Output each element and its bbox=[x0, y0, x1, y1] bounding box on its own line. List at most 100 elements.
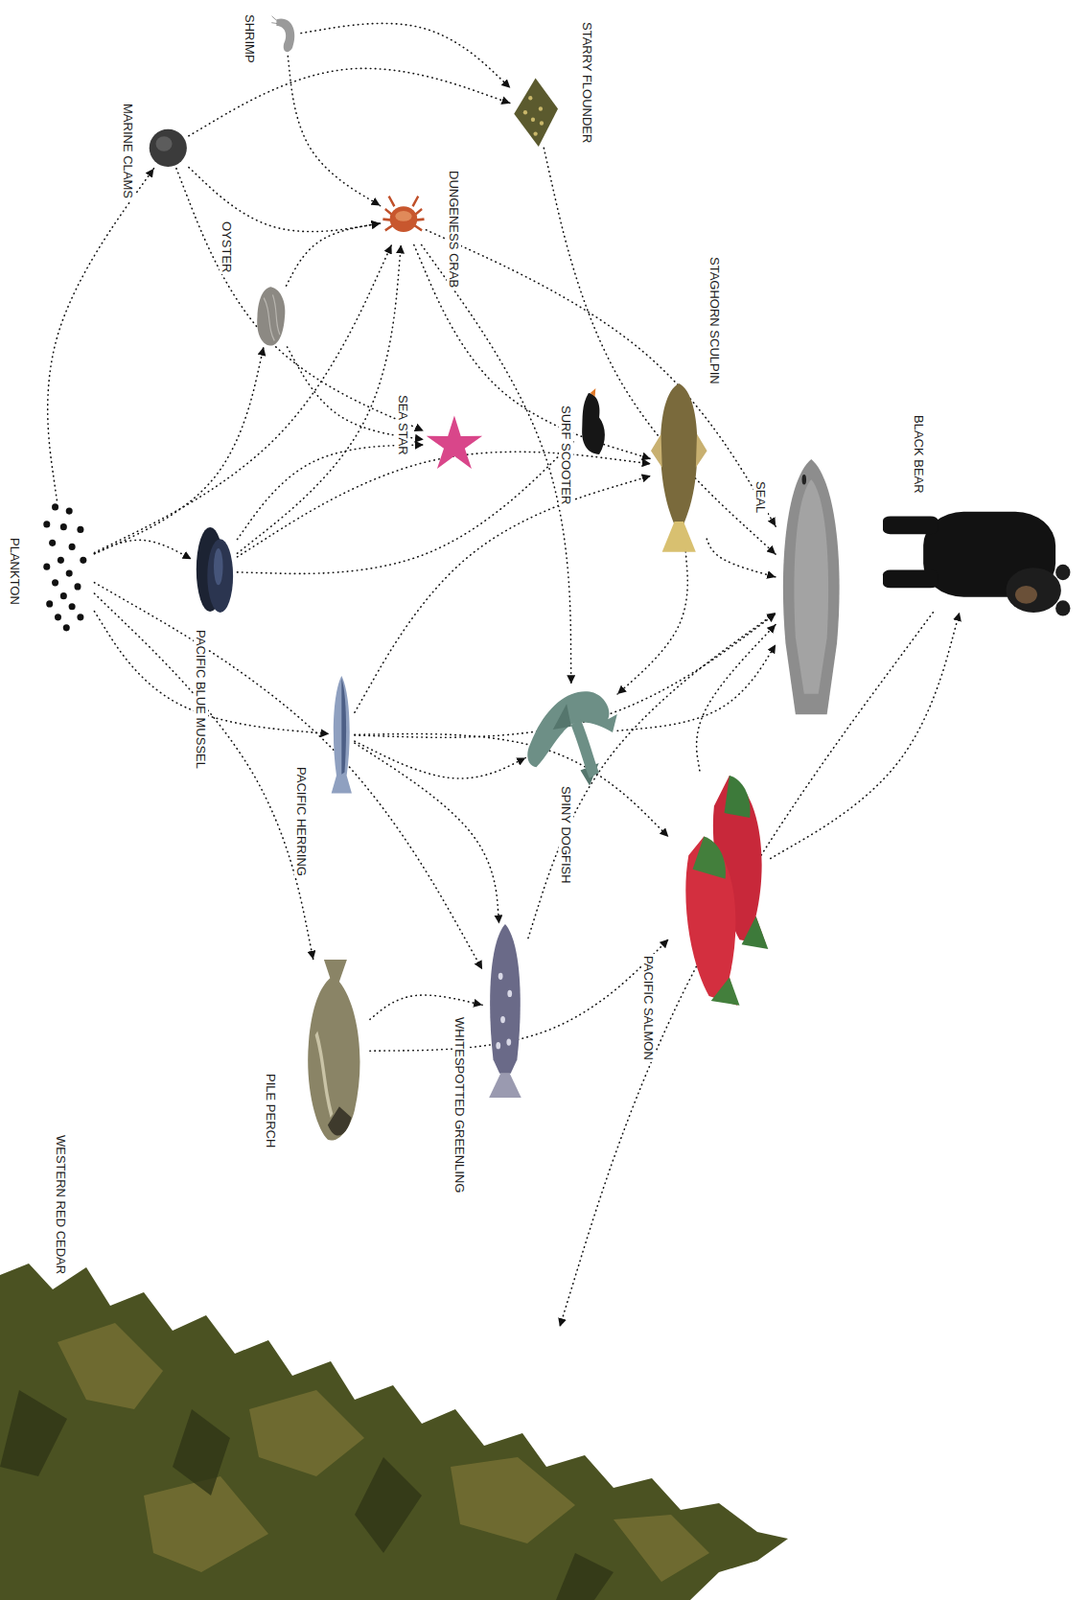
organism-picture bbox=[775, 459, 848, 715]
organism-picture bbox=[253, 285, 289, 348]
picture-part bbox=[531, 116, 535, 121]
picture-part bbox=[51, 503, 59, 510]
picture-part bbox=[60, 592, 68, 600]
picture-part bbox=[741, 916, 769, 950]
cedar-canopy bbox=[0, 1263, 788, 1600]
species-label: DUNGENESS CRAB bbox=[446, 168, 462, 290]
feeding-arrow bbox=[188, 68, 510, 136]
species-label: WHITESPOTTED GREENLING bbox=[452, 1015, 467, 1195]
organism-node: BLACK BEAR bbox=[882, 500, 1067, 613]
organism-picture bbox=[574, 393, 610, 455]
picture-part bbox=[46, 600, 53, 607]
feeding-arrow bbox=[176, 168, 424, 432]
organism-node: SEA STAR bbox=[423, 413, 486, 475]
picture-part bbox=[724, 775, 751, 818]
picture-part bbox=[60, 523, 68, 531]
picture-part bbox=[342, 678, 348, 775]
picture-part bbox=[54, 613, 62, 621]
organism-node: STARRY FLOUNDER bbox=[509, 76, 561, 149]
feeding-arrow bbox=[696, 624, 777, 770]
organism-node: SPINY DOGFISH bbox=[525, 683, 618, 786]
picture-part bbox=[389, 207, 418, 233]
organism-node: SURF SCOOTER bbox=[574, 393, 610, 455]
organism-node: STAGHORN SCULPIN bbox=[650, 383, 708, 553]
picture-part bbox=[307, 959, 360, 1141]
picture-part bbox=[63, 624, 70, 631]
picture-part bbox=[69, 602, 76, 610]
picture-part bbox=[48, 538, 56, 546]
organism-node: PACIFIC SALMON bbox=[668, 770, 770, 1006]
picture-part bbox=[76, 526, 84, 533]
picture-part bbox=[495, 1042, 501, 1049]
picture-part bbox=[528, 692, 619, 768]
picture-part bbox=[533, 131, 538, 136]
species-label: SPINY DOGFISH bbox=[558, 784, 574, 886]
picture-part bbox=[1055, 563, 1070, 580]
picture-part bbox=[1005, 567, 1061, 613]
picture-part bbox=[1055, 600, 1070, 616]
feeding-arrow bbox=[617, 644, 776, 731]
feeding-arrow bbox=[93, 347, 263, 555]
picture-part bbox=[783, 459, 840, 715]
organism-picture bbox=[668, 770, 770, 1006]
feeding-arrow bbox=[93, 245, 392, 554]
species-label: STAGHORN SCULPIN bbox=[707, 254, 722, 387]
species-label: PACIFIC HERRING bbox=[294, 764, 309, 879]
picture-part bbox=[539, 120, 544, 125]
feeding-arrow bbox=[421, 245, 572, 685]
picture-part bbox=[489, 924, 521, 1074]
picture-part bbox=[43, 520, 50, 528]
picture-part bbox=[514, 77, 559, 147]
picture-part bbox=[79, 556, 87, 563]
picture-part bbox=[488, 1072, 522, 1097]
organism-picture bbox=[509, 76, 561, 149]
species-label: PLANKTON bbox=[7, 535, 23, 607]
feeding-arrow bbox=[617, 551, 688, 695]
organism-picture bbox=[650, 383, 708, 553]
organism-picture bbox=[328, 675, 355, 793]
organism-node: PILE PERCH bbox=[293, 959, 371, 1144]
species-label: WESTERN RED CEDAR bbox=[53, 1133, 69, 1276]
feeding-arrow bbox=[425, 230, 776, 527]
picture-part bbox=[69, 543, 76, 551]
organism-node: DUNGENESS CRAB bbox=[380, 193, 427, 245]
organism-picture bbox=[882, 500, 1067, 613]
feeding-arrow bbox=[706, 538, 776, 578]
picture-part bbox=[711, 976, 741, 1005]
picture-part bbox=[590, 388, 597, 397]
feeding-arrow bbox=[237, 444, 424, 540]
species-label: OYSTER bbox=[219, 219, 234, 275]
feeding-arrow bbox=[354, 734, 669, 837]
organism-node: PACIFIC HERRING bbox=[328, 675, 355, 793]
species-label: PACIFIC BLUE MUSSEL bbox=[193, 627, 209, 771]
feeding-arrow bbox=[47, 168, 155, 501]
picture-part bbox=[394, 210, 412, 222]
picture-part bbox=[650, 433, 708, 467]
picture-part bbox=[76, 613, 84, 621]
picture-part bbox=[66, 507, 73, 514]
picture-part bbox=[553, 704, 600, 787]
picture-part bbox=[794, 479, 830, 695]
picture-part bbox=[263, 295, 280, 342]
picture-part bbox=[523, 110, 528, 115]
species-label: SEA STAR bbox=[395, 393, 411, 458]
species-label: PILE PERCH bbox=[263, 1071, 279, 1150]
organism-picture bbox=[423, 413, 486, 475]
picture-part bbox=[271, 16, 278, 24]
picture-part bbox=[660, 383, 698, 526]
feeding-arrow bbox=[543, 147, 776, 555]
picture-part bbox=[581, 393, 605, 455]
species-label: SHRIMP bbox=[242, 12, 257, 66]
organism-node: WESTERN RED CEDAR bbox=[316, 1326, 725, 1582]
picture-part bbox=[693, 835, 726, 879]
picture-part bbox=[498, 972, 504, 979]
feeding-arrow bbox=[93, 539, 191, 559]
species-label: STARRY FLOUNDER bbox=[579, 20, 595, 145]
picture-part bbox=[426, 416, 483, 469]
organism-node: PLANKTON bbox=[38, 500, 95, 633]
species-label: MARINE CLAMS bbox=[120, 101, 136, 201]
